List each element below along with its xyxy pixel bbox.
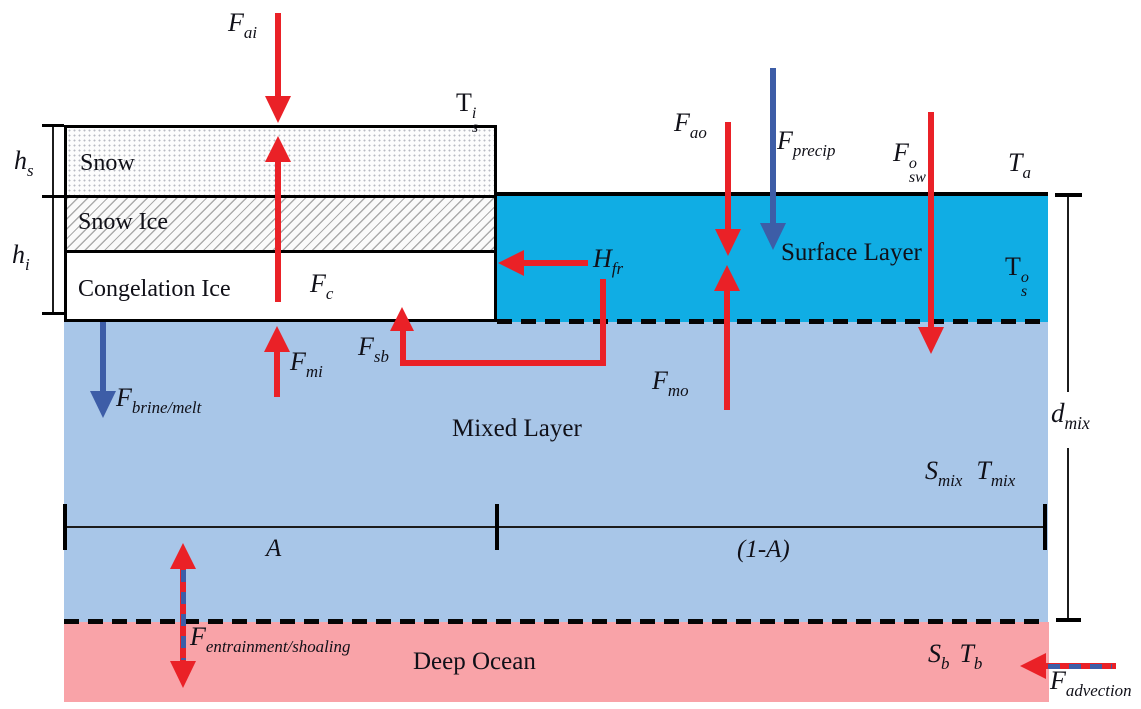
- f-sw-arrow: [928, 112, 934, 328]
- f-sb-arrowhead: [390, 307, 414, 331]
- f-brine-melt-label: Fbrine/melt: [116, 383, 202, 417]
- dmix-bracket-lower: [1067, 448, 1069, 620]
- f-advection-label: Fadvection: [1050, 666, 1132, 700]
- f-ai-arrowhead: [265, 96, 291, 123]
- f-ao-arrowhead: [715, 229, 741, 256]
- f-sw-arrowhead: [918, 327, 944, 354]
- dmix-cap-top: [1055, 193, 1082, 197]
- f-sb-label: Fsb: [358, 332, 389, 366]
- f-sb-upleg: [400, 329, 406, 362]
- f-ao-label: Fao: [674, 108, 707, 142]
- f-brine-melt-arrow: [100, 322, 106, 392]
- f-advection-dashes: [1048, 663, 1112, 669]
- f-ao-arrow: [725, 122, 731, 230]
- ice-thickness-bracket: [52, 126, 54, 315]
- mixed-layer-depth-label: dmix: [1051, 398, 1090, 434]
- area-tick-left: [63, 504, 67, 550]
- f-sb-crossleg: [400, 360, 606, 366]
- mixed-layer-region: [64, 322, 1048, 622]
- h-fr-label: Hfr: [593, 244, 624, 278]
- f-c-arrowhead: [265, 136, 291, 162]
- f-precip-arrow: [770, 68, 776, 225]
- h-fr-downleg: [600, 279, 606, 366]
- f-advection-arrowhead: [1020, 653, 1046, 679]
- deep-ocean-label: Deep Ocean: [413, 648, 536, 675]
- ice-area-fraction-label: A: [266, 535, 282, 562]
- bracket-tick-top: [42, 124, 64, 127]
- f-entrainment-label: Fentrainment/shoaling: [190, 622, 351, 656]
- congelation-ice-label: Congelation Ice: [78, 276, 231, 302]
- f-entrainment-dashes: [180, 570, 186, 660]
- f-mo-label: Fmo: [652, 366, 689, 400]
- mixed-deep-dashed-boundary: [64, 619, 1048, 624]
- snow-thickness-label: hs: [14, 146, 34, 180]
- f-ai-label: Fai: [228, 8, 258, 42]
- f-entrainment-arrowhead-up: [170, 543, 196, 569]
- mixed-layer-label: Mixed Layer: [452, 415, 582, 442]
- h-fr-arrowhead: [498, 250, 524, 276]
- open-water-fraction-label: (1-A): [737, 536, 790, 563]
- f-mi-arrow: [274, 350, 280, 397]
- f-mo-arrowhead: [714, 265, 740, 291]
- f-brine-melt-arrowhead: [90, 391, 116, 418]
- h-fr-arrow: [522, 260, 588, 266]
- area-tick-right: [1043, 504, 1047, 550]
- snow-ice-label: Snow Ice: [78, 209, 168, 235]
- dmix-cap-bottom: [1056, 618, 1081, 622]
- f-mi-arrowhead: [264, 326, 290, 352]
- air-temp-label: Ta: [1008, 148, 1031, 182]
- bracket-tick-bottom: [42, 312, 64, 315]
- area-fraction-line: [65, 526, 1046, 528]
- snow-label: Snow: [80, 150, 135, 176]
- bracket-tick-middle: [42, 195, 64, 198]
- f-mo-arrow: [724, 290, 730, 410]
- deep-ocean-region: [64, 622, 1049, 702]
- f-precip-label: Fprecip: [777, 126, 836, 160]
- ice-thickness-label: hi: [12, 240, 30, 274]
- f-c-label: Fc: [310, 269, 334, 303]
- f-mi-label: Fmi: [290, 347, 323, 381]
- f-ai-arrow: [275, 13, 281, 97]
- surface-mixed-dashed-boundary: [497, 319, 1048, 324]
- area-tick-middle: [495, 504, 499, 550]
- dmix-bracket-upper: [1067, 197, 1069, 392]
- f-entrainment-arrowhead-down: [170, 661, 196, 688]
- f-c-arrow: [275, 160, 281, 302]
- surface-layer-label: Surface Layer: [781, 239, 922, 266]
- f-precip-arrowhead: [760, 223, 786, 250]
